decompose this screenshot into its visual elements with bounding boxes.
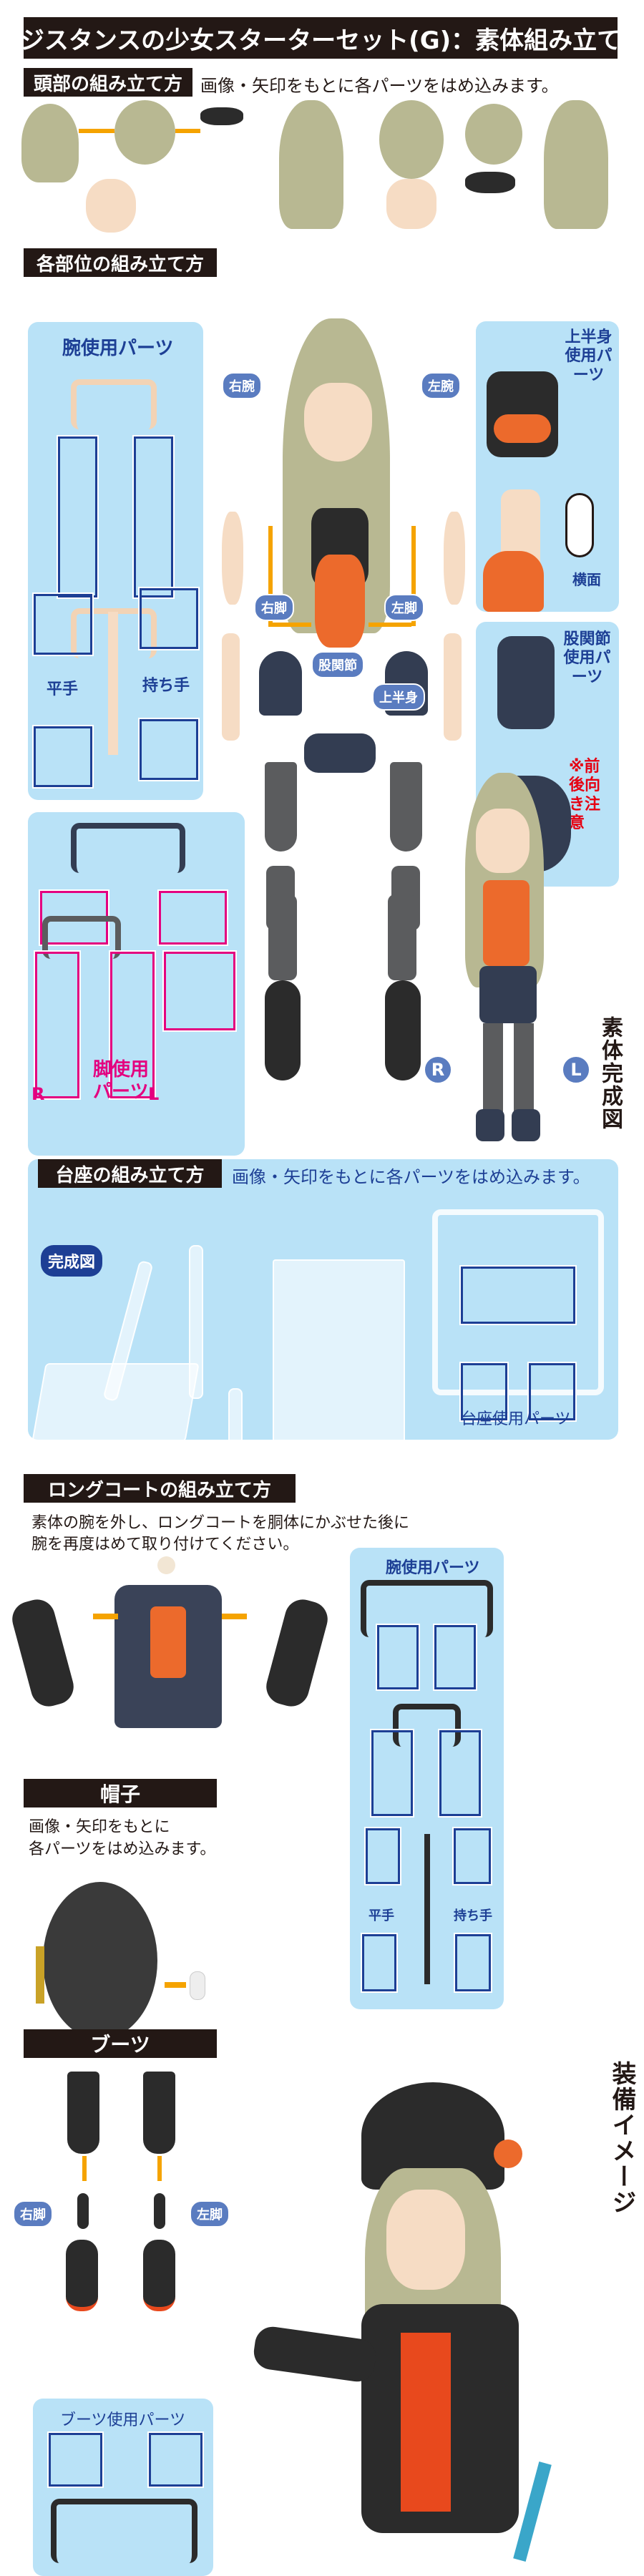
completed-badge: 完成図 bbox=[41, 1245, 103, 1277]
hat-note-line2: 各パーツをはめ込みます。 bbox=[29, 1840, 216, 1858]
hip-caution-note: ※前後向き注意 bbox=[569, 758, 601, 833]
parts-section-label: 各部位の組み立て方 bbox=[24, 248, 217, 277]
hat-assembly-illustration bbox=[36, 1882, 222, 2046]
hat-note-line1: 画像・矢印をもとに bbox=[29, 1818, 170, 1836]
boots-left-leg-label: 左脚 bbox=[190, 2200, 230, 2228]
upper-body-parts-panel: 上半身使用パーツ 横面 bbox=[476, 321, 619, 612]
side-view-label: 横面 bbox=[572, 571, 601, 588]
coat-note-line1: 素体の腕を外し、ロングコートを胴体にかぶせた後に bbox=[31, 1514, 410, 1532]
stand-sprue bbox=[432, 1209, 604, 1395]
side-view-icon bbox=[565, 493, 594, 557]
right-leg-label: 右脚 bbox=[254, 594, 294, 621]
lower-torso-part bbox=[483, 551, 544, 612]
completed-r-mark: R bbox=[424, 1055, 452, 1084]
lower-leg-illustration bbox=[265, 873, 422, 1116]
head-assembly-illustration bbox=[21, 100, 615, 236]
hip-joint-label: 股関節 bbox=[311, 651, 364, 678]
equipped-figure bbox=[233, 2061, 576, 2576]
stand-parts-title: 台座使用パーツ bbox=[461, 1410, 571, 1428]
left-arm-label: 左腕 bbox=[421, 372, 461, 399]
coat-note-line2: 腕を再度はめて取り付けてください。 bbox=[31, 1536, 299, 1553]
coat-holding-hand-label: 持ち手 bbox=[454, 1908, 492, 1923]
coat-flat-hand-label: 平手 bbox=[369, 1908, 394, 1923]
completed-body-figure bbox=[436, 773, 580, 1145]
completed-l-mark: L bbox=[562, 1055, 590, 1084]
body-assembly-illustration bbox=[215, 318, 472, 776]
arm-parts-title: 腕使用パーツ bbox=[62, 338, 174, 359]
upper-body-label: 上半身 bbox=[372, 683, 425, 711]
boots-section-label: ブーツ bbox=[24, 2029, 217, 2058]
coat-arm-parts-panel: 腕使用パーツ 平手 持ち手 bbox=[350, 1548, 504, 2009]
right-arm-label: 右腕 bbox=[222, 372, 262, 399]
leg-parts-panel bbox=[28, 812, 245, 1156]
hat-section-label: 帽子 bbox=[24, 1779, 217, 1807]
leg-r-mark: R bbox=[31, 1084, 45, 1104]
upper-body-parts-title: 上半身使用パーツ bbox=[565, 328, 613, 384]
stand-section-note: 画像・矢印をもとに各パーツをはめ込みます。 bbox=[232, 1167, 590, 1187]
head-section-label: 頭部の組み立て方 bbox=[24, 68, 192, 97]
coat-section-label: ロングコートの組み立て方 bbox=[24, 1474, 296, 1503]
flat-hand-label: 平手 bbox=[47, 680, 79, 698]
left-leg-label: 左脚 bbox=[384, 594, 424, 621]
head-section-note: 画像・矢印をもとに各パーツをはめ込みます。 bbox=[200, 76, 559, 96]
completed-body-label: 素体完成図 bbox=[597, 1016, 623, 1131]
boots-assembly-illustration bbox=[57, 2072, 200, 2311]
stand-section-label: 台座の組み立て方 bbox=[38, 1159, 222, 1188]
leg-sprue-parts bbox=[28, 916, 245, 1159]
boots-right-leg-label: 右脚 bbox=[13, 2200, 53, 2228]
stand-base-plate bbox=[273, 1259, 405, 1467]
leg-l-mark: L bbox=[148, 1084, 160, 1104]
equipped-image-label: 装備イメージ bbox=[608, 2061, 636, 2215]
hip-parts-title: 股関節使用パーツ bbox=[563, 630, 611, 686]
leg-parts-title: 脚使用パーツ bbox=[93, 1059, 150, 1103]
boots-parts-title: ブーツ使用パーツ bbox=[60, 2411, 186, 2429]
stand-arm-part-1 bbox=[189, 1245, 203, 1399]
coat-arm-parts-title: 腕使用パーツ bbox=[386, 1559, 480, 1577]
page-title: レジスタンスの少女スターターセット(G)：素体組み立て方 bbox=[0, 17, 644, 59]
coat-assembly-illustration bbox=[8, 1556, 332, 1728]
hand-parts: 平手 持ち手 bbox=[28, 558, 203, 800]
holding-hand-label: 持ち手 bbox=[142, 677, 190, 695]
boots-parts-panel: ブーツ使用パーツ bbox=[33, 2399, 213, 2576]
stand-panel: 台座の組み立て方 画像・矢印をもとに各パーツをはめ込みます。 完成図 台座使用パ… bbox=[28, 1159, 618, 1510]
